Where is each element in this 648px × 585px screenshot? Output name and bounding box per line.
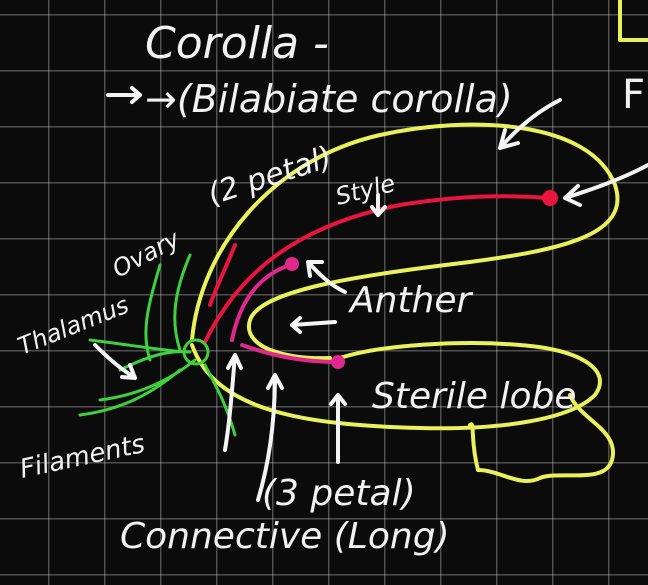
sterile-lobe-dot	[331, 355, 345, 369]
anther-dot	[285, 257, 299, 271]
connective-label: Connective (Long)	[120, 516, 450, 557]
thalamus-label: Thalamus	[14, 291, 133, 361]
lower-lip-label: (3 petal)	[262, 473, 416, 514]
heading: Corolla -	[145, 18, 329, 69]
corolla-type-label: →(Bilabiate corolla)	[145, 77, 513, 121]
style-label: Style	[333, 169, 398, 211]
arrow-thalamus	[95, 345, 135, 378]
filament-label: Filaments	[17, 429, 147, 485]
anther-arm	[232, 265, 290, 340]
stigma-dot	[542, 190, 558, 206]
calyx-strokes	[80, 255, 235, 435]
style-base	[210, 245, 235, 305]
arrow-sterile-lobe	[331, 395, 345, 462]
corolla-upper-lip	[192, 125, 618, 359]
upper-lip-label: (2 petal)	[204, 140, 337, 213]
edge-letter: F	[622, 72, 645, 118]
box-corner	[620, 0, 648, 40]
ovary-label: Ovary	[108, 224, 185, 283]
arrow-anther-2	[292, 318, 335, 332]
arrow-heading	[108, 88, 140, 102]
arrow-filament	[225, 355, 241, 450]
anther-label: Anther	[348, 280, 474, 321]
sterile-lobe-label: Sterile lobe	[372, 376, 577, 417]
